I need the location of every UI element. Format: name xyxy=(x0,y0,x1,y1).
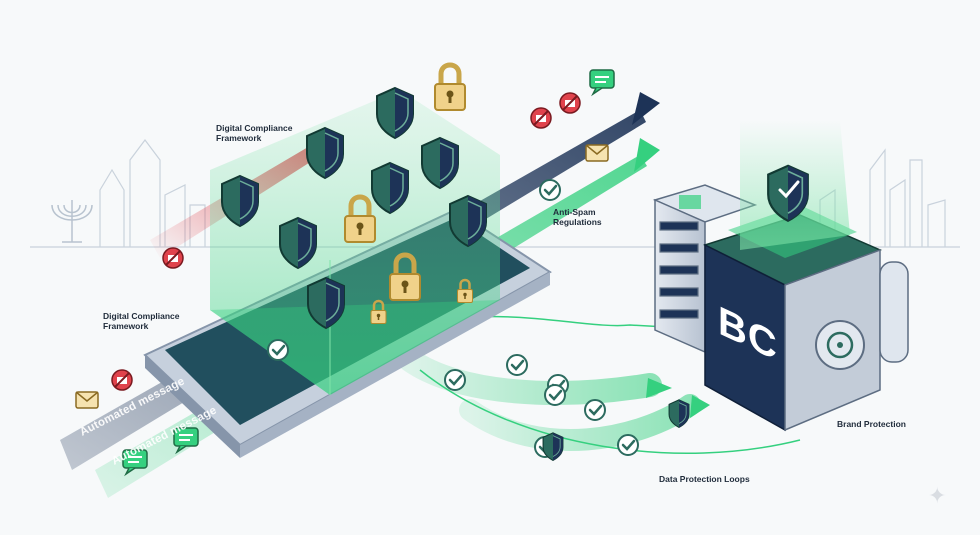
sparkle-icon: ✦ xyxy=(928,483,947,508)
menorah-icon xyxy=(51,200,93,243)
vault-server xyxy=(703,120,909,432)
label-digital-compliance-left: Digital Compliance Framework xyxy=(103,311,180,331)
label-anti-spam: Anti-Spam Regulations xyxy=(553,207,602,227)
server-rack xyxy=(652,184,758,354)
label-data-protection-loops: Data Protection Loops xyxy=(659,474,750,484)
label-brand-protection: Brand Protection xyxy=(837,419,906,429)
label-digital-compliance-top: Digital Compliance Framework xyxy=(216,123,293,143)
